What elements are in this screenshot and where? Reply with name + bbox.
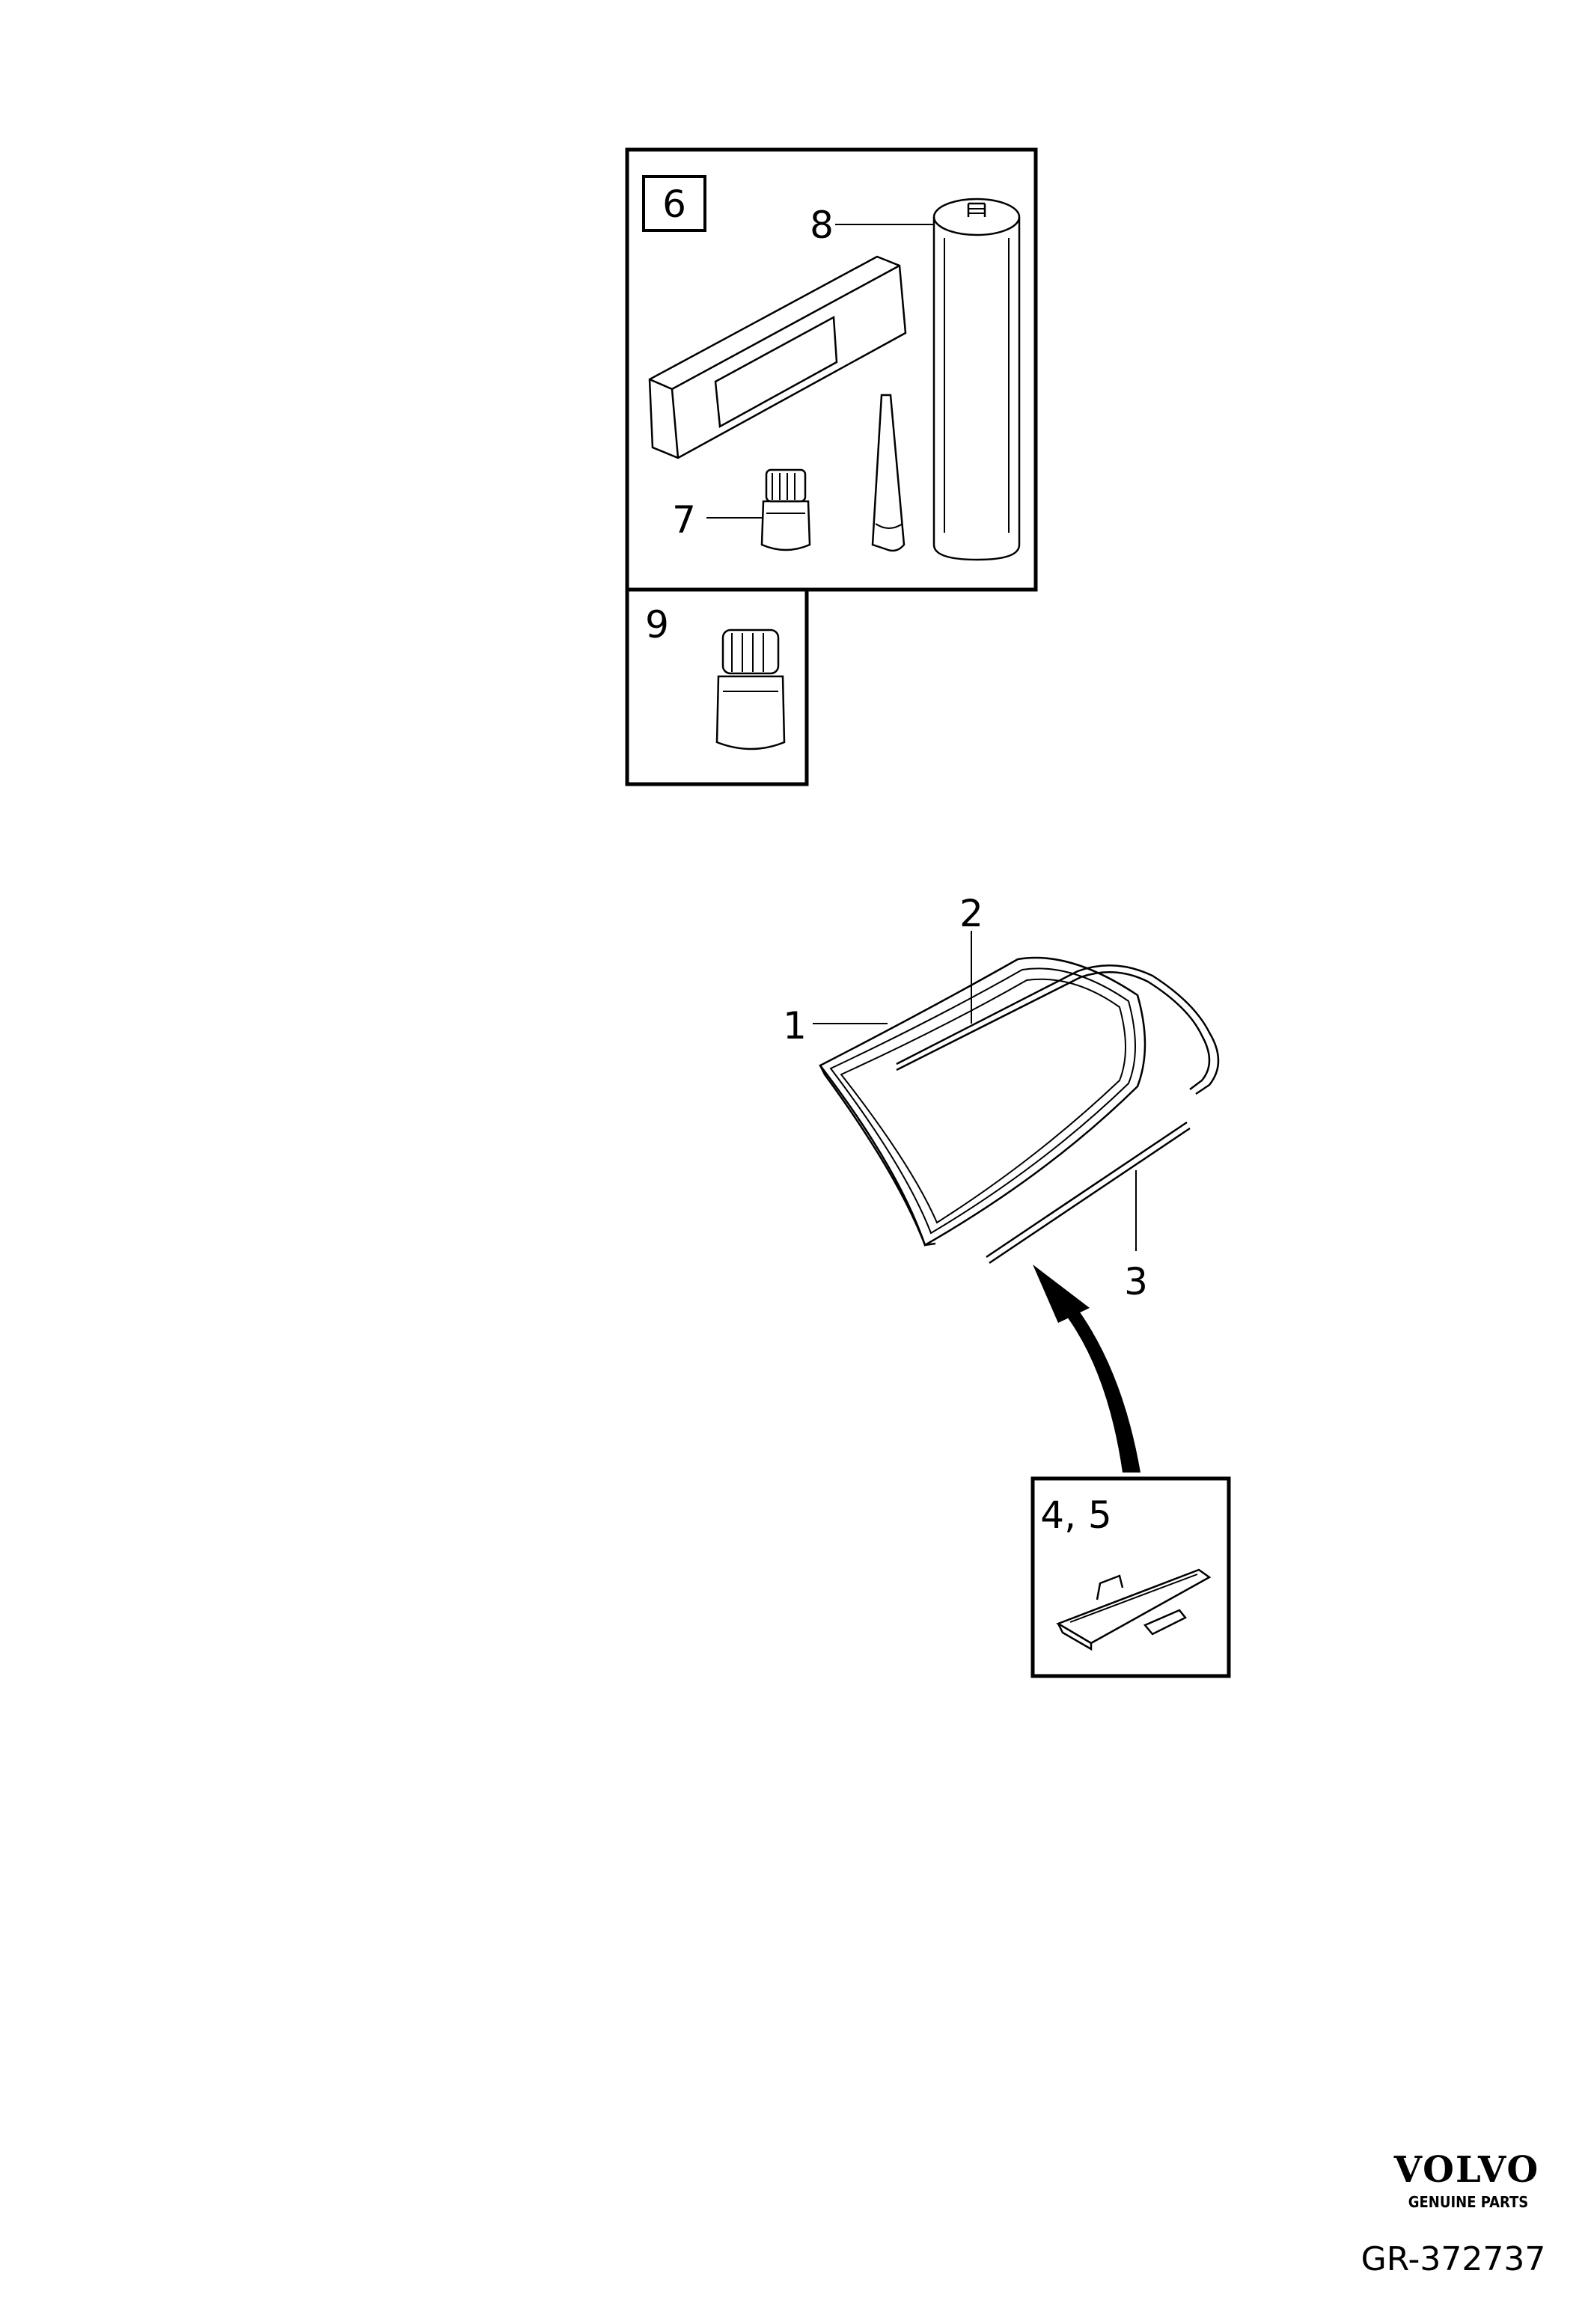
- curved-arrow: [1033, 1265, 1140, 1473]
- brand-tagline: GENUINE PARTS: [1408, 2193, 1529, 2211]
- moulding-strip: [896, 964, 1220, 1095]
- kit-box-frame: [625, 147, 1038, 592]
- callout-6: 6: [662, 183, 686, 226]
- brand-logo-text: VOLVO: [1393, 2149, 1539, 2191]
- bottle-box-frame: [625, 587, 809, 786]
- lower-strip: [986, 1121, 1191, 1265]
- kit-label-box: [642, 175, 706, 232]
- primer-bottle-small: [760, 468, 811, 551]
- callout-7: 7: [672, 498, 696, 542]
- bottle-box-9: 9: [625, 587, 809, 786]
- adhesive-block: [648, 255, 907, 459]
- glass-panel: [819, 956, 1146, 1247]
- callout-8: 8: [810, 204, 834, 247]
- callout-9: 9: [645, 603, 669, 646]
- retaining-clip: [1056, 1568, 1212, 1651]
- cartridge-tube: [932, 198, 1021, 561]
- reference-number: GR-372737: [1361, 2240, 1546, 2278]
- primer-bottle-large: [715, 629, 786, 750]
- volvo-logo: VOLVO GENUINE PARTS: [1393, 2149, 1539, 2211]
- nozzle: [871, 394, 906, 552]
- callout-1: 1: [783, 1004, 807, 1048]
- callout-2: 2: [959, 892, 983, 935]
- clip-box-frame: [1030, 1476, 1231, 1678]
- callout-3: 3: [1124, 1260, 1148, 1303]
- windscreen-assembly: 2 1 3: [783, 892, 1220, 1473]
- kit-box-6: 6 8 7: [625, 147, 1038, 592]
- clip-box-45: 4, 5: [1030, 1476, 1231, 1678]
- callout-45: 4, 5: [1040, 1493, 1111, 1537]
